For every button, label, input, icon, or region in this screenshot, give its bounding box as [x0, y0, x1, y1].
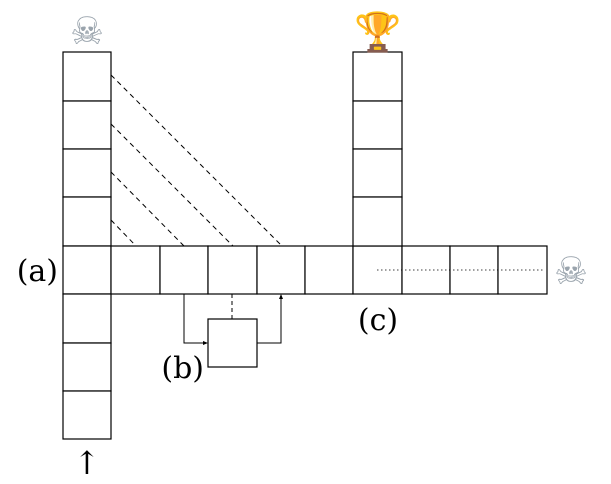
diagonal-line	[110, 219, 137, 247]
diagonal-line	[110, 123, 234, 247]
grid-cell	[62, 293, 112, 344]
grid-cell	[110, 245, 161, 295]
skull-icon: ☠	[70, 9, 104, 53]
grid-cell	[207, 245, 258, 295]
grid-cell	[62, 342, 112, 392]
detour-cell	[207, 318, 258, 368]
grid-cell	[352, 196, 403, 247]
label-b: (b)	[161, 351, 204, 386]
diagonal-line	[110, 74, 283, 247]
detour	[183, 294, 283, 368]
detour-exit-arrow	[257, 297, 282, 344]
grid-cell	[352, 148, 403, 198]
arrowhead	[203, 341, 208, 345]
grid-cell	[62, 100, 112, 150]
label-c: (c)	[358, 303, 398, 338]
arrowhead	[279, 294, 283, 299]
detour-entry-arrow	[183, 294, 205, 344]
right-corridor	[352, 51, 403, 247]
grid-cell	[159, 245, 209, 295]
grid-cell	[62, 148, 112, 198]
grid-cell	[62, 51, 112, 102]
label-a: (a)	[17, 254, 58, 289]
grid-cell	[62, 196, 112, 247]
grid-cell	[62, 390, 112, 440]
dashed-diagonals	[110, 74, 283, 247]
grid-cell	[352, 100, 403, 150]
grid-cell	[256, 245, 306, 295]
grid-cell	[304, 245, 354, 295]
skull-icon: ☠	[554, 249, 588, 293]
trophy-icon: 🏆	[354, 10, 401, 54]
left-corridor	[62, 51, 112, 440]
up-arrow-icon: ↑	[74, 444, 101, 482]
grid-cell	[62, 245, 112, 295]
diagonal-line	[110, 171, 185, 247]
grid-cell	[352, 51, 403, 102]
